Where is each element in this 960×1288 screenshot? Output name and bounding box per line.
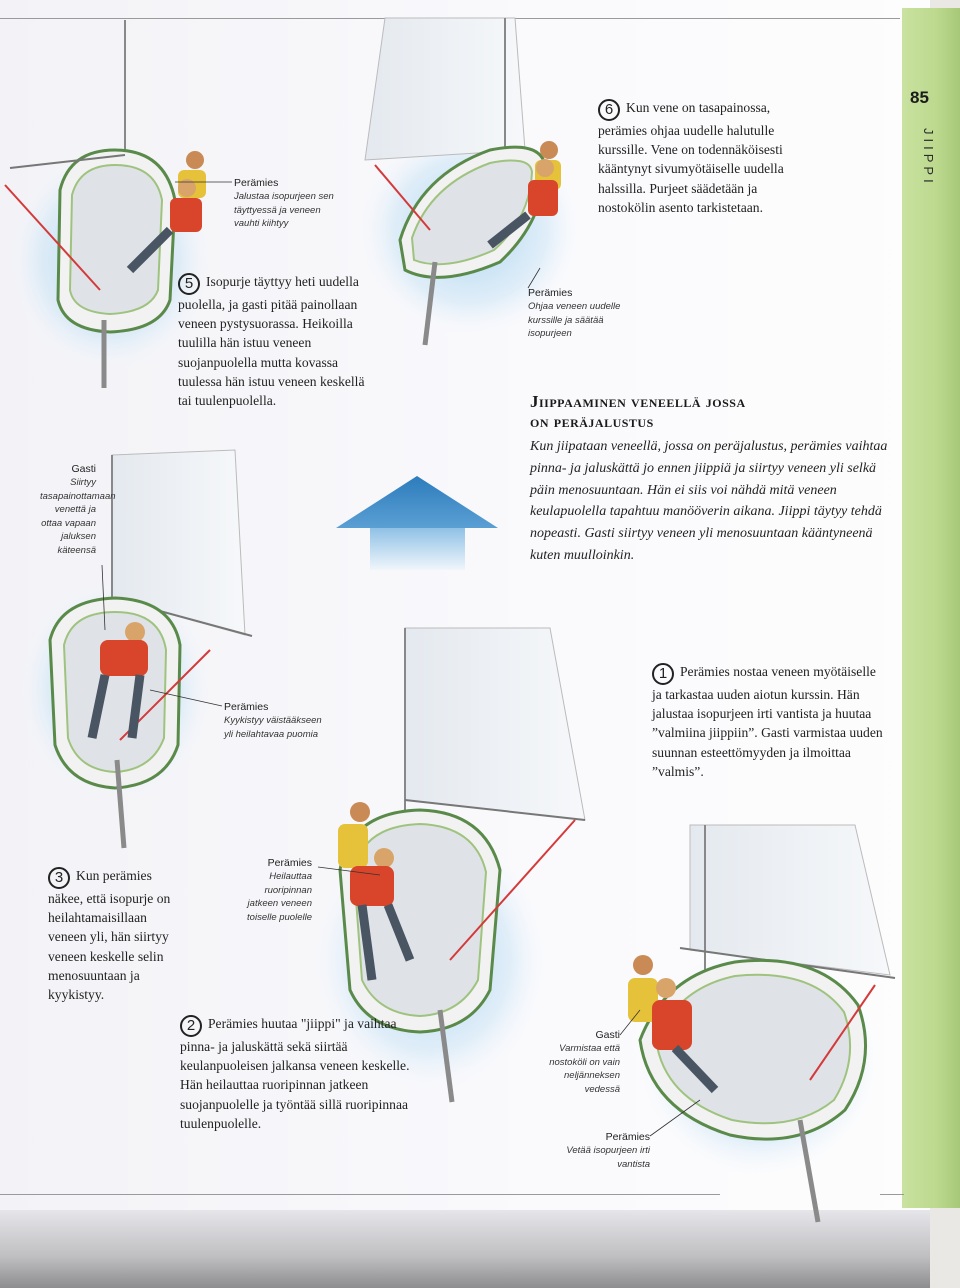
caption-head: Perämies <box>605 1131 650 1143</box>
step-number-1: 1 <box>652 663 674 685</box>
caption-head: Perämies <box>234 177 279 189</box>
step-5-body: Isopurje täyttyy heti uudella puolella, … <box>178 274 365 409</box>
caption-body: Kyykistyy väistääkseen yli heilahtavaa p… <box>224 715 322 740</box>
section-title: JIIPPI <box>921 128 936 187</box>
caption-body: Vetää isopurjeen irti vantista <box>566 1145 650 1170</box>
step-number-2: 2 <box>180 1015 202 1037</box>
bottom-rule-left <box>0 1194 720 1195</box>
caption-leaders <box>101 181 701 1137</box>
heading-line-2: on peräjalustus <box>530 412 654 431</box>
boat-step-5 <box>4 20 210 388</box>
page-edge-shadow <box>0 1210 930 1288</box>
heading-line-1: Jiippaaminen veneellä jossa <box>530 392 746 411</box>
step-1-body: Perämies nostaa veneen myötäiselle ja ta… <box>652 664 883 779</box>
step-6-body: Kun vene on tasapainossa, perämies ohjaa… <box>598 100 784 215</box>
step-2-body: Perämies huutaa "jiippi" ja vaihtaa pinn… <box>180 1016 410 1131</box>
step-number-6: 6 <box>598 99 620 121</box>
caption-step6-peramies: Perämies Ohjaa veneen uudelle kurssille … <box>528 286 646 341</box>
caption-step3-gasti: Gasti Siirtyy tasapainottamaan venettä j… <box>40 462 116 557</box>
boat-step-3 <box>20 449 253 849</box>
caption-step1-gasti: Gasti Varmistaa että nostoköli on vain n… <box>540 1028 620 1096</box>
caption-head: Perämies <box>528 287 573 299</box>
step-number-3: 3 <box>48 867 70 889</box>
caption-step2-peramies: Perämies Heilauttaa ruoripinnan jatkeen … <box>240 856 312 924</box>
caption-step3-peramies: Perämies Kyykistyy väistääkseen yli heil… <box>224 700 324 741</box>
boat-step-2 <box>315 627 586 1103</box>
caption-head: Gasti <box>595 1029 620 1041</box>
caption-head: Gasti <box>71 463 96 475</box>
caption-body: Varmistaa että nostoköli on vain neljänn… <box>549 1043 620 1095</box>
step-3-body: Kun perämies näkee, että isopurje on hei… <box>48 868 171 1003</box>
bottom-rule-right <box>880 1194 904 1195</box>
boat-step-1 <box>628 824 896 1223</box>
chapter-side-tab <box>902 8 960 1208</box>
section-heading: Jiippaaminen veneellä jossa on peräjalus… <box>530 392 870 432</box>
boat-step-6 <box>360 17 580 346</box>
caption-step1-peramies: Perämies Vetää isopurjeen irti vantista <box>560 1130 650 1171</box>
caption-head: Perämies <box>267 857 312 869</box>
caption-body: Siirtyy tasapainottamaan venettä ja otta… <box>40 477 116 556</box>
page-number: 85 <box>910 88 929 107</box>
caption-body: Heilauttaa ruoripinnan jatkeen veneen to… <box>247 871 312 923</box>
caption-step5-peramies: Perämies Jalustaa isopurjeen sen täyttye… <box>234 176 346 231</box>
caption-body: Jalustaa isopurjeen sen täyttyessä ja ve… <box>234 191 334 229</box>
step-number-5: 5 <box>178 273 200 295</box>
direction-arrow-icon <box>336 476 498 570</box>
caption-body: Ohjaa veneen uudelle kurssille ja säätää… <box>528 301 621 339</box>
illustrations <box>4 17 896 1223</box>
intro-paragraph: Kun jiipataan veneellä, jossa on peräjal… <box>530 439 888 563</box>
caption-head: Perämies <box>224 701 269 713</box>
